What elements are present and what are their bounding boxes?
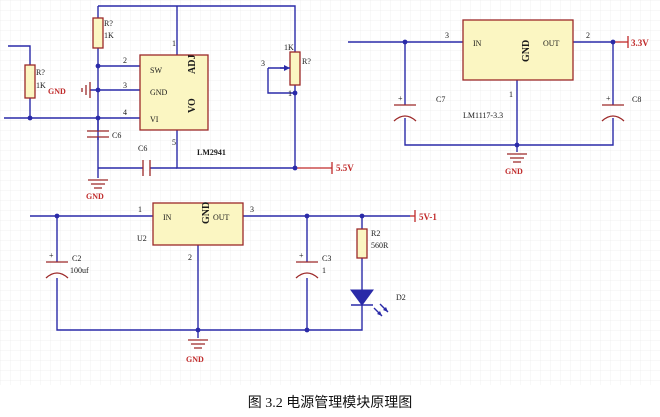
resistor-left xyxy=(24,64,36,99)
cap-upper-label: C6 xyxy=(112,131,121,140)
potentiometer-ref: R? xyxy=(302,57,311,66)
junction-dot xyxy=(292,165,298,171)
lm1117-pin-gnd: GND xyxy=(521,40,532,62)
gnd-label-lm1117: GND xyxy=(505,167,523,176)
junction-dot xyxy=(292,90,298,96)
figure-caption: 图 3.2 电源管理模块原理图 xyxy=(247,396,413,411)
lm2941-name: LM2941 xyxy=(197,148,226,157)
lm1117-pin-number-in: 3 xyxy=(445,31,449,40)
polarity-mark: + xyxy=(299,251,304,260)
u2-circuit: IN OUT GND 1 3 2 U2 + C2 100uf + C3 1 R2… xyxy=(30,202,437,364)
gnd-label-u2: GND xyxy=(186,355,204,364)
net-label-3v3: 3.3V xyxy=(631,38,649,48)
pin-number-gnd: 3 xyxy=(123,81,127,90)
cap-c8-label: C8 xyxy=(632,95,641,104)
junction-dot xyxy=(304,327,310,333)
resistor-r2 xyxy=(356,228,368,259)
lm1117-pin-number-out: 2 xyxy=(586,31,590,40)
junction-dot xyxy=(27,115,33,121)
gnd-symbol-lm1117 xyxy=(507,153,527,163)
u2-pin-number-in: 1 xyxy=(138,205,142,214)
net-label-5v-1: 5V-1 xyxy=(419,212,437,222)
polarity-mark: + xyxy=(49,251,54,260)
cap-lower-label: C6 xyxy=(138,144,147,153)
junction-dot xyxy=(402,39,408,45)
u2-pin-in: IN xyxy=(163,213,172,222)
resistor-top-value: 1K xyxy=(104,31,114,40)
lm2941-circuit: SW GND VI ADJ VO 2 3 4 1 5 LM2941 R? 1K … xyxy=(4,5,354,201)
lm2941-body xyxy=(139,54,209,131)
u2-pin-number-out: 3 xyxy=(250,205,254,214)
pin-number-sw: 2 xyxy=(123,56,127,65)
cap-c7-label: C7 xyxy=(436,95,445,104)
pin-label-adj: ADJ xyxy=(187,55,198,74)
polarity-mark: + xyxy=(606,94,611,103)
capacitor-c6-lower xyxy=(142,160,151,176)
junction-dot xyxy=(610,39,616,45)
resistor-r2-ref: R2 xyxy=(371,229,380,238)
lm1117-pin-out: OUT xyxy=(543,39,560,48)
potentiometer-pin-3: 3 xyxy=(261,59,265,68)
cap-c3-ref: C3 xyxy=(322,254,331,263)
u2-pin-out: OUT xyxy=(213,213,230,222)
pin-label-gnd: GND xyxy=(150,88,168,97)
u2-ref: U2 xyxy=(137,234,147,243)
cap-c2-ref: C2 xyxy=(72,254,81,263)
gnd-symbol-u2 xyxy=(188,339,208,349)
potentiometer-pin-1: 1 xyxy=(288,89,292,98)
cap-c2-value: 100uf xyxy=(70,266,89,275)
junction-dot xyxy=(304,213,310,219)
led-d2-ref: D2 xyxy=(396,293,406,302)
net-label-5v5: 5.5V xyxy=(336,163,354,173)
pin-number-vo: 5 xyxy=(172,138,176,147)
lm1117-name: LM1117-3.3 xyxy=(463,111,503,120)
pin-number-adj: 1 xyxy=(172,39,176,48)
pin-label-sw: SW xyxy=(150,66,162,75)
u2-pin-gnd: GND xyxy=(201,202,212,224)
resistor-left-value: 1K xyxy=(36,81,46,90)
lm1117-body xyxy=(462,19,574,81)
gnd-symbol-side xyxy=(81,82,91,98)
pin-label-vo: VO xyxy=(187,98,198,113)
cap-c3-value: 1 xyxy=(322,266,326,275)
u2-pin-number-gnd: 2 xyxy=(188,253,192,262)
wiper-arrow-icon xyxy=(284,65,290,71)
junction-dot xyxy=(54,213,60,219)
pin-label-vi: VI xyxy=(150,115,159,124)
junction-dot xyxy=(359,213,365,219)
u2-body xyxy=(152,202,244,246)
resistor-top-ref: R? xyxy=(104,19,113,28)
potentiometer xyxy=(289,51,301,86)
lm1117-pin-in: IN xyxy=(473,39,482,48)
polarity-mark: + xyxy=(398,94,403,103)
junction-dot xyxy=(195,327,201,333)
pin-number-vi: 4 xyxy=(123,108,127,117)
gnd-label-bottom: GND xyxy=(86,192,104,201)
potentiometer-value: 1K xyxy=(284,43,294,52)
led-d2-icon xyxy=(350,289,374,306)
resistor-r2-value: 560R xyxy=(371,241,389,250)
resistor-top xyxy=(92,17,104,49)
junction-dot xyxy=(95,63,101,69)
junction-dot xyxy=(95,87,101,93)
gnd-label-side: GND xyxy=(48,87,66,96)
junction-dot xyxy=(514,142,520,148)
resistor-left-ref: R? xyxy=(36,68,45,77)
lm1117-circuit: IN OUT GND 3 2 1 LM1117-3.3 + C7 + C8 GN… xyxy=(348,19,649,176)
power-management-schematic: SW GND VI ADJ VO 2 3 4 1 5 LM2941 R? 1K … xyxy=(0,0,660,385)
lm1117-pin-number-gnd: 1 xyxy=(509,90,513,99)
gnd-symbol-bottom xyxy=(88,179,108,189)
